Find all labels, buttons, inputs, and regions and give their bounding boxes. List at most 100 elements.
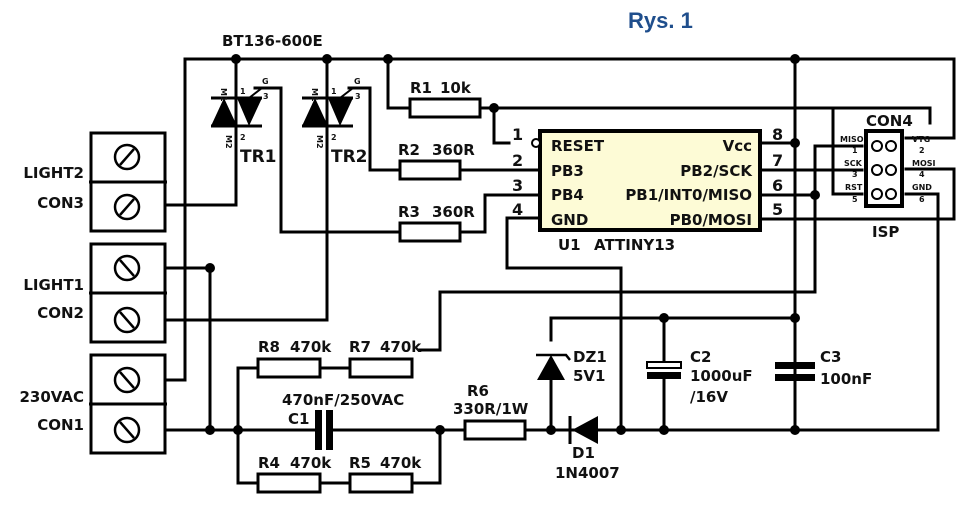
resistor-r6: R6 330R/1W — [453, 382, 529, 441]
tr1-m1-num: 1 — [240, 87, 246, 96]
ic-pin-name-2: PB3 — [551, 162, 584, 180]
con2-name: LIGHT1 — [23, 276, 84, 294]
junction — [435, 425, 445, 435]
resistor-r4: R4 470k — [256, 454, 332, 494]
r8-ref: R8 — [258, 338, 280, 356]
isp-pin-name-5: RST — [845, 183, 863, 192]
wire-rst — [831, 106, 864, 196]
isp-pin-1 — [871, 140, 883, 152]
screw-icon — [113, 143, 141, 171]
isp-pin-name-2: VTG — [912, 135, 930, 144]
ic-pin-name-7: PB2/SCK — [680, 162, 753, 180]
junction — [233, 425, 243, 435]
ic-u1-body — [538, 129, 762, 232]
c2-rating: /16V — [690, 388, 728, 406]
r8-value: 470k — [290, 338, 332, 356]
isp-pin-num-4: 4 — [919, 170, 925, 179]
junction — [489, 103, 499, 113]
junction — [205, 425, 215, 435]
wire-top-bus-vtg — [183, 57, 956, 140]
wire-tr1-gate — [253, 86, 402, 234]
screw-icon — [113, 193, 141, 221]
r5-ref: R5 — [349, 454, 371, 472]
junction — [790, 138, 800, 148]
junction — [205, 263, 215, 273]
wire-tr2-gate — [347, 86, 402, 172]
capacitor-c1: 470nF/250VAC C1 — [282, 391, 404, 450]
r2-value: 360R — [432, 141, 475, 159]
d1-ref: D1 — [572, 444, 595, 462]
wires — [148, 57, 956, 485]
tr2-m1-label: M1 — [310, 88, 319, 102]
isp-pin-2 — [885, 140, 897, 152]
wire-r3-pb4 — [458, 193, 542, 234]
tr2-gate-num: 3 — [355, 92, 361, 101]
triac-tr2-upper-triangle — [328, 98, 353, 126]
r4-ref: R4 — [258, 454, 280, 472]
r2-ref: R2 — [398, 141, 420, 159]
ic-pin-num-1: 1 — [512, 125, 523, 144]
ic-u1: RESET PB3 PB4 GND Vcc PB2/SCK PB1/INT0/M… — [512, 125, 783, 254]
isp-pin-name-1: MISO — [840, 135, 864, 144]
isp-connector-con4: CON4 ISP MISO 1 SCK 3 RST 5 VTG 2 MOSI 4… — [840, 112, 936, 241]
tr1-m2-label: M2 — [224, 135, 233, 149]
r6-value: 330R/1W — [453, 400, 529, 418]
wire-miso-r7 — [418, 193, 817, 352]
con3-ref: CON3 — [37, 194, 84, 212]
wire-gnd-pin4 — [505, 216, 623, 432]
junction — [790, 313, 800, 323]
junctions — [205, 54, 820, 435]
screw-icon — [113, 254, 141, 282]
wire-r1-right — [478, 106, 932, 125]
ic-pin-name-3: PB4 — [551, 186, 584, 204]
zener-dz1: DZ1 5V1 — [536, 348, 607, 385]
ic-ref: U1 — [558, 236, 581, 254]
isp-pin-4 — [885, 164, 897, 176]
screw-icon — [113, 366, 141, 394]
tr2-m2-label: M2 — [315, 135, 324, 149]
ic-pin-num-3: 3 — [512, 176, 523, 195]
tr2-m1-num: 1 — [331, 87, 337, 96]
tr2-ref: TR2 — [331, 147, 368, 167]
capacitor-c2: C2 1000uF /16V — [646, 348, 753, 406]
r4-value: 470k — [290, 454, 332, 472]
tr1-gate-label: G — [262, 77, 269, 86]
tr1-ref: TR1 — [240, 147, 277, 167]
ic-pin-name-1: RESET — [551, 137, 605, 155]
terminal-con2: LIGHT1 CON2 — [23, 242, 167, 344]
isp-pin-name-3: SCK — [844, 159, 863, 168]
isp-pin-num-3: 3 — [852, 170, 858, 179]
isp-pin-name-4: MOSI — [912, 159, 936, 168]
con2-ref: CON2 — [37, 304, 84, 322]
wire-tr1-m2 — [148, 57, 238, 207]
ic-pin-num-2: 2 — [512, 151, 523, 170]
ic-pin-num-7: 7 — [772, 151, 783, 170]
screw-icon — [113, 416, 141, 444]
wire-miso — [758, 144, 864, 197]
isp-ref: CON4 — [866, 112, 913, 130]
junction — [790, 425, 800, 435]
junction — [231, 54, 241, 64]
ic-pin-name-5: PB0/MOSI — [670, 211, 752, 229]
tr1-m1-label: M1 — [219, 88, 228, 102]
r3-ref: R3 — [398, 203, 420, 221]
resistor-r1: R1 10k — [408, 79, 482, 119]
r1-value: 10k — [440, 79, 472, 97]
triac-tr2: M1 1 G 3 M2 2 TR2 — [302, 77, 368, 167]
reset-inversion-bubble — [531, 138, 541, 148]
diode-d1: D1 1N4007 — [555, 416, 620, 482]
tr2-m2-num: 2 — [331, 133, 337, 142]
junction — [616, 425, 626, 435]
r7-ref: R7 — [349, 338, 371, 356]
diode-d1-triangle — [572, 416, 598, 444]
ic-pin-num-4: 4 — [512, 200, 523, 219]
triac-part-number: BT136-600E — [222, 32, 323, 50]
isp-pin-num-5: 5 — [852, 195, 858, 204]
isp-pin-5 — [871, 188, 883, 200]
con1-ref: CON1 — [37, 416, 84, 434]
r3-value: 360R — [432, 203, 475, 221]
wire-reset — [492, 106, 511, 145]
con3-name: LIGHT2 — [23, 164, 84, 182]
tr1-m2-num: 2 — [240, 133, 246, 142]
